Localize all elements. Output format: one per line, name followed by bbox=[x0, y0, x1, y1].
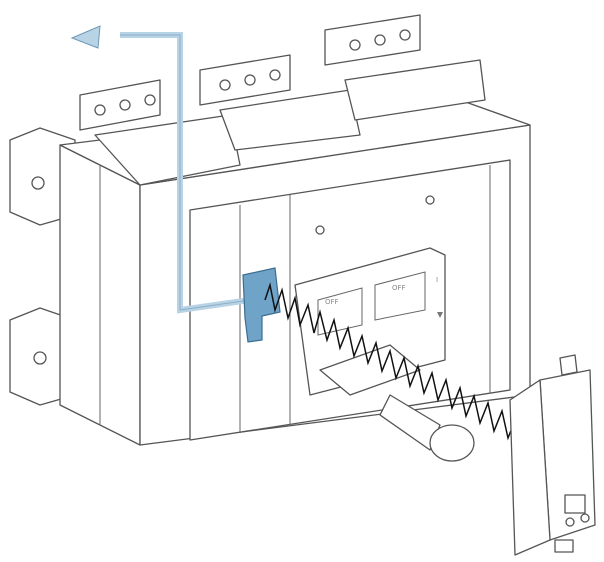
operating-handle bbox=[319, 344, 475, 462]
pole1-off-label: OFF bbox=[325, 298, 339, 306]
connection-arrow bbox=[70, 25, 251, 314]
remote-module bbox=[509, 354, 596, 556]
arrow-head-icon bbox=[70, 25, 101, 49]
indicator-arrow-icon bbox=[437, 312, 443, 318]
pole2-off-label: OFF bbox=[392, 284, 406, 292]
terminal-blocks bbox=[79, 14, 486, 186]
on-mark-label: I bbox=[436, 276, 438, 284]
spring-cable bbox=[264, 282, 531, 449]
switch-panel: OFF OFF I bbox=[294, 247, 446, 396]
left-mounting-brackets bbox=[9, 127, 76, 406]
